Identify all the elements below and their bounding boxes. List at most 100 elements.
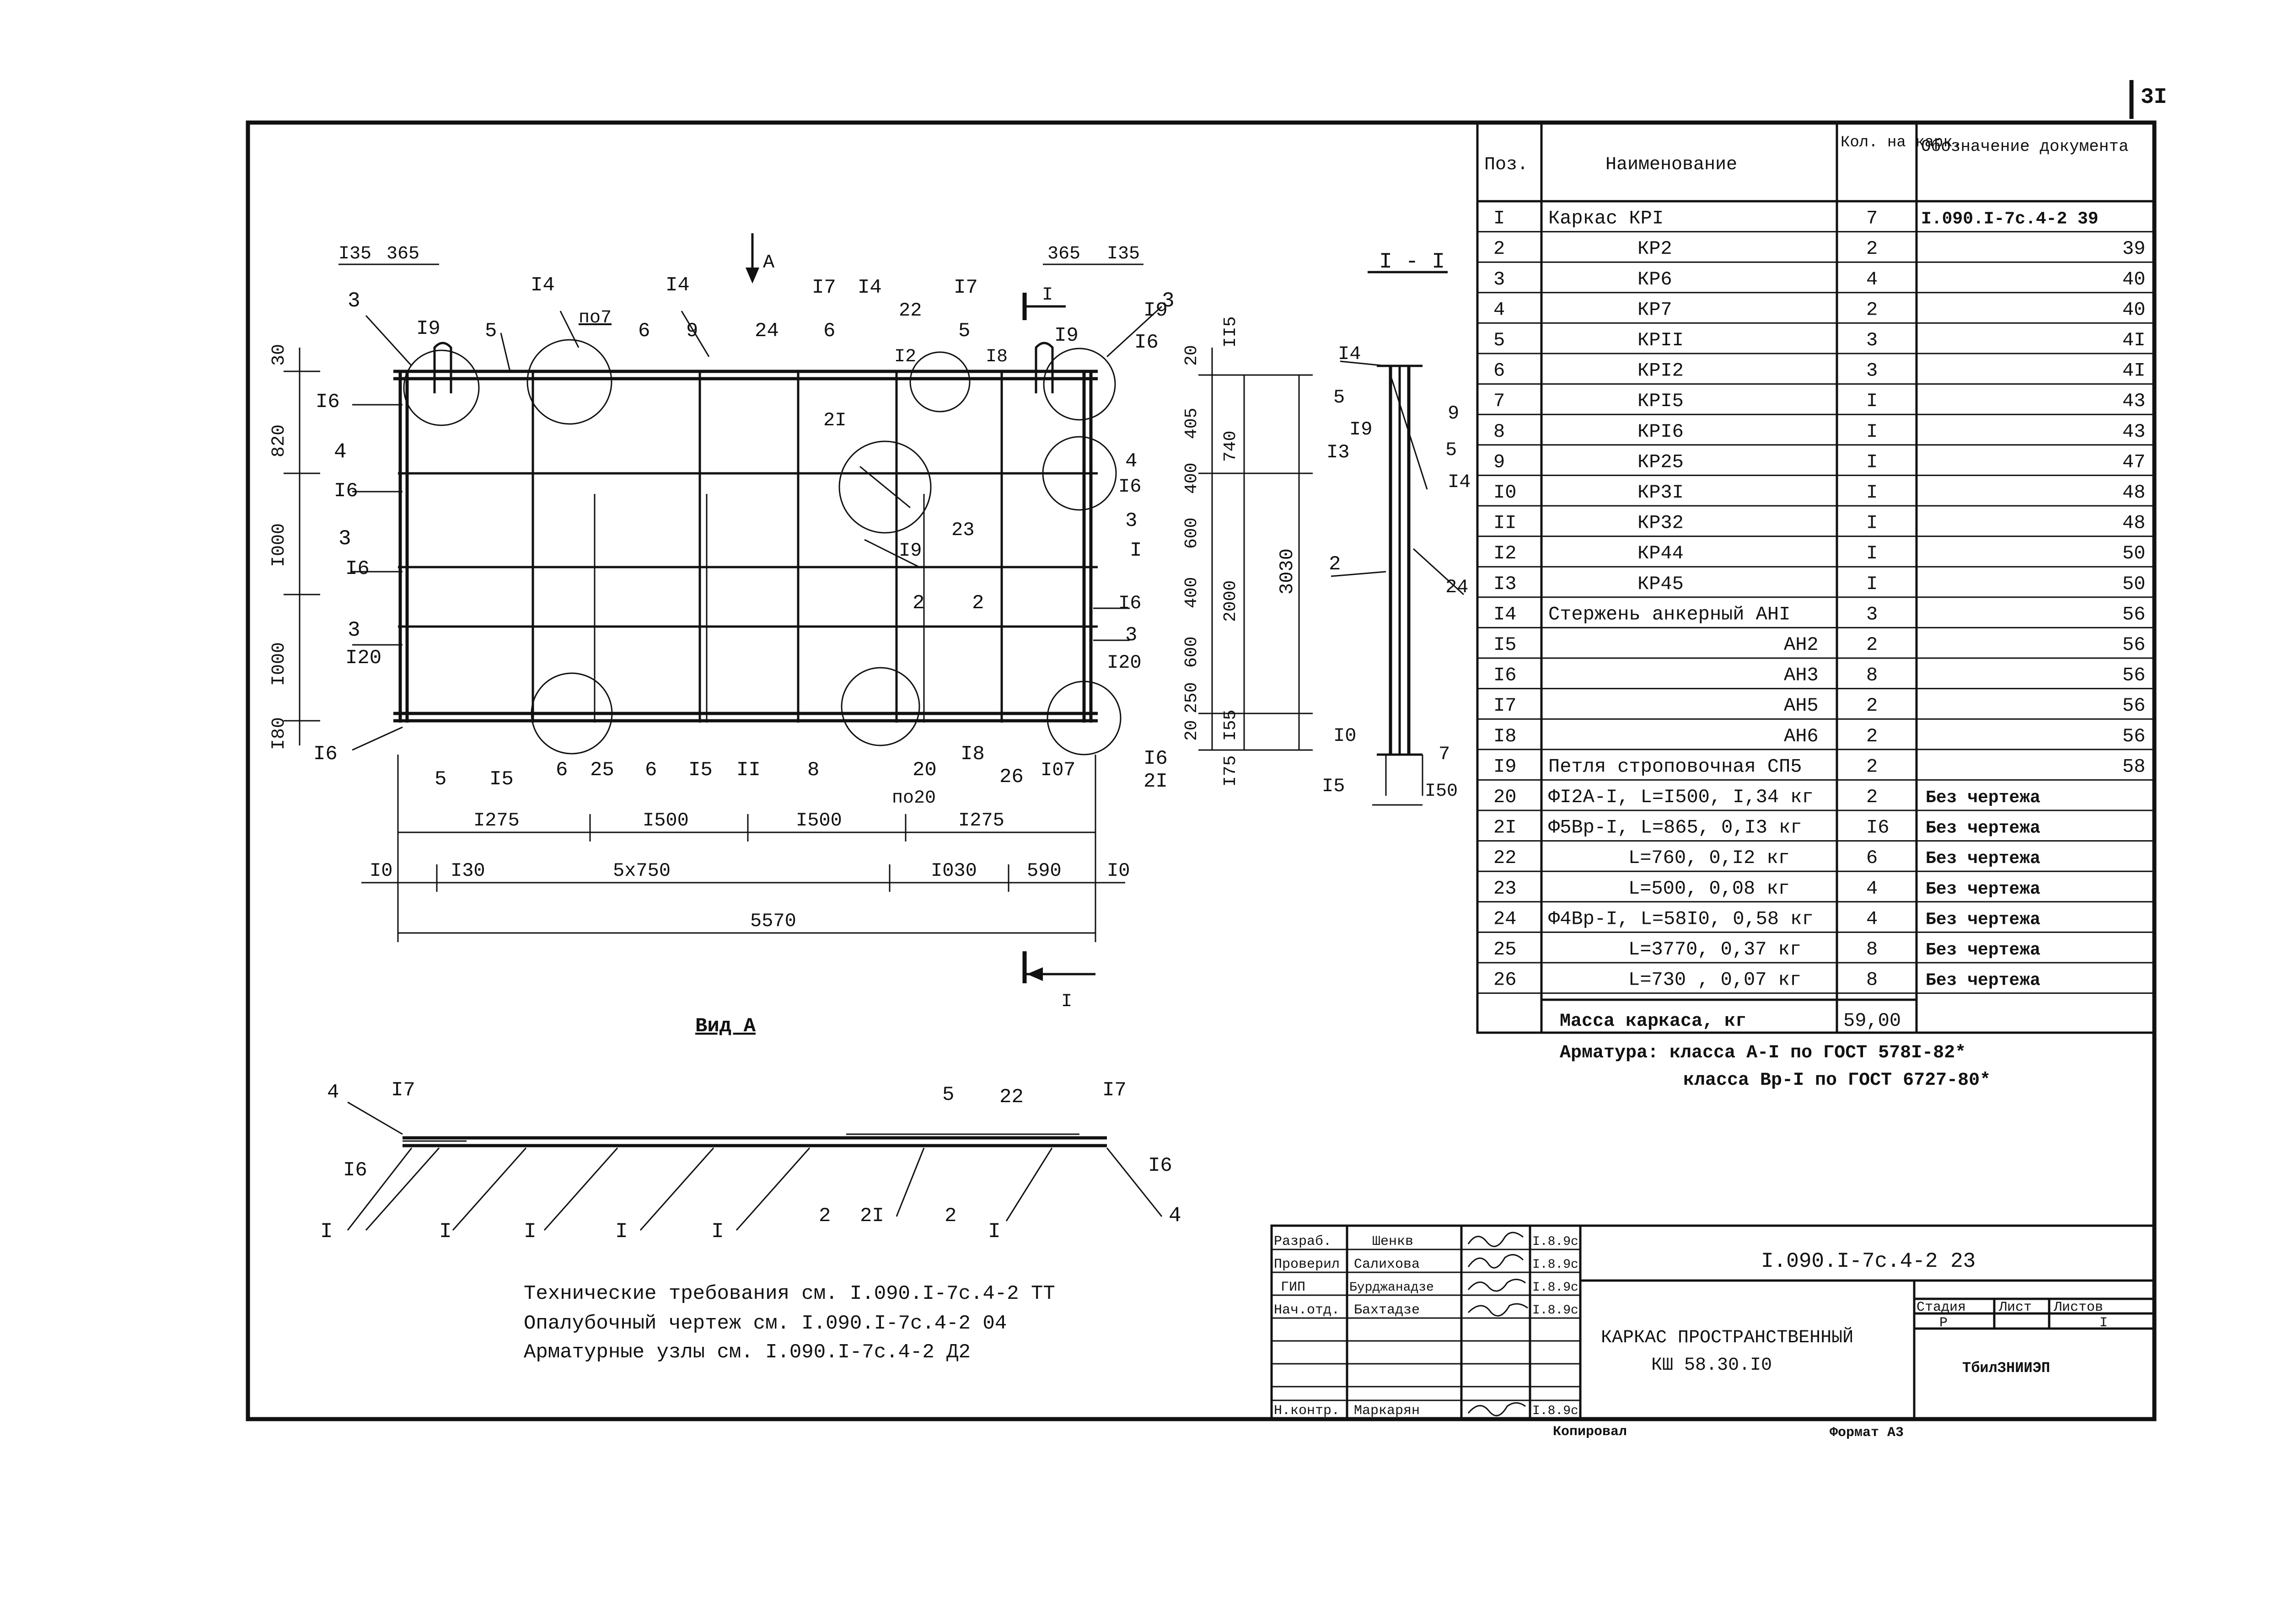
spec-row-name: КРI2 (1637, 360, 1684, 382)
spec-row-name: АН3 (1784, 665, 1819, 686)
view-a-label: 5 (942, 1083, 954, 1106)
dim-left-0: 30 (269, 344, 290, 366)
plan-pos-label: 6 (823, 320, 835, 343)
spec-row-qty: 7 (1866, 208, 1878, 230)
copied-label: Копировал (1553, 1424, 1627, 1440)
section-label: 5 (1445, 439, 1457, 461)
armature-note-2: класса Вр-I по ГОСТ 6727-80* (1683, 1070, 1991, 1091)
spec-row-qty: I (1866, 482, 1878, 504)
plan-pos-label: I6 (1144, 747, 1168, 770)
spec-row-pos: 5 (1493, 329, 1505, 351)
spec-row-name: АН5 (1784, 695, 1819, 717)
spec-row-qty: I6 (1866, 817, 1889, 839)
dim-left-1: 820 (269, 424, 290, 457)
spec-row-name: ФI2А-I, L=I500, I,34 кг (1548, 786, 1814, 808)
dim-b1-0: I275 (473, 809, 520, 831)
dim-right-6: 250 (1182, 682, 1202, 713)
plan-pos-label: I20 (1107, 652, 1142, 674)
spec-row-doc: 56 (2122, 603, 2145, 625)
section-label: 5 (1333, 386, 1345, 408)
plan-pos-label: 3 (1125, 624, 1137, 647)
section-label: I4 (1338, 343, 1361, 365)
role-label: Нач.отд. (1274, 1302, 1340, 1318)
spec-row-name: Петля строповочная СП5 (1548, 756, 1802, 777)
spec-row-name: КР6 (1637, 268, 1672, 290)
plan-pos-label: I6 (334, 480, 358, 503)
spec-row-qty: 4 (1866, 878, 1878, 900)
plan-pos-label: I7 (812, 276, 836, 299)
signature-mark (1467, 1232, 1524, 1247)
view-a-label: 2 (945, 1205, 956, 1227)
plan-pos-label: 3 (1162, 289, 1175, 313)
spec-row-name: КР2 (1637, 238, 1672, 260)
view-a-label: I7 (391, 1079, 415, 1102)
spec-row-doc: Без чертежа (1926, 971, 2040, 991)
spec-row-doc: 39 (2122, 238, 2145, 260)
spec-row-qty: 3 (1866, 603, 1878, 625)
plan-pos-label: I (1130, 539, 1142, 562)
spec-row-pos: I5 (1493, 634, 1516, 656)
spec-row-doc: 58 (2122, 756, 2145, 777)
person-name: Бурджанадзе (1349, 1281, 1434, 1295)
spec-row-name: КР44 (1637, 542, 1684, 564)
spec-row-doc: 50 (2122, 542, 2145, 564)
cut-label-top: I (1042, 285, 1053, 306)
section-label: I0 (1333, 725, 1356, 747)
role-label: ГИП (1281, 1280, 1305, 1295)
person-name: Шенкв (1372, 1234, 1413, 1249)
sheet-label: Лист (1998, 1300, 2032, 1315)
plan-pos-label: I6 (313, 743, 338, 766)
notes-block: Технические требования см. I.090.I-7с.4-… (524, 1282, 1055, 1364)
spec-row-doc: 47 (2122, 451, 2145, 473)
spec-row-qty: I (1866, 512, 1878, 534)
spec-row-name: КР3I (1637, 482, 1684, 504)
spec-row-doc: 4I (2122, 329, 2145, 351)
spec-row-pos: 9 (1493, 451, 1505, 473)
dim-right-total: 3030 (1276, 548, 1298, 595)
spec-row-qty: 8 (1866, 969, 1878, 991)
spec-row-pos: 20 (1493, 786, 1516, 808)
spec-row-pos: 8 (1493, 421, 1505, 443)
spec-row-doc: 48 (2122, 512, 2145, 534)
plan-pos-label: по20 (892, 788, 936, 809)
view-a: Вид А 4 I7 I6 I I I I I 5 22 I7 2 2I 2 I… (320, 1015, 1181, 1243)
spec-row-qty: 4 (1866, 268, 1878, 290)
plan-pos-label: 6 (645, 759, 657, 782)
plan-pos-label: 5 (485, 320, 497, 343)
person-name: Салихова (1354, 1257, 1420, 1272)
spec-row-doc: Без чертежа (1926, 940, 2040, 960)
dim-overall-length: 5570 (750, 910, 796, 932)
spec-row-qty: 6 (1866, 847, 1878, 869)
view-a-label: I6 (343, 1159, 367, 1182)
plan-pos-label: 5 (958, 320, 970, 343)
view-a-label: 2I (860, 1205, 884, 1227)
sheet-number: 3I (2141, 85, 2167, 110)
signature-mark (1467, 1402, 1526, 1416)
view-a-title: Вид А (695, 1015, 756, 1038)
spec-row-doc: 43 (2122, 421, 2145, 443)
section-label: I3 (1326, 441, 1349, 463)
sheets-value: I (2099, 1315, 2108, 1331)
spec-row-doc: Без чертежа (1926, 879, 2040, 899)
view-a-label: I7 (1102, 1079, 1127, 1102)
view-a-label: I (524, 1220, 537, 1243)
spec-row-doc: Без чертежа (1926, 788, 2040, 808)
plan-pos-label: I6 (316, 391, 340, 413)
spec-row-qty: 2 (1866, 299, 1878, 321)
dim-right-8: I55 (1221, 710, 1240, 741)
view-a-label: I (711, 1220, 724, 1243)
signature-mark (1467, 1254, 1524, 1269)
section-view: I - I I4 5 I9 I3 2 I0 I5 9 5 I4 24 7 I50 (1322, 250, 1471, 806)
view-a-label: I (320, 1220, 333, 1243)
spec-row-pos: 4 (1493, 299, 1505, 321)
dim-right-0: 20 (1182, 345, 1202, 366)
spec-row-qty: 8 (1866, 665, 1878, 686)
plan-pos-label: I4 (858, 276, 882, 299)
section-label: I50 (1425, 781, 1458, 802)
plan-pos-label: 3 (348, 618, 360, 642)
dim-right-2: 400 (1182, 463, 1202, 494)
plan-pos-label: 6 (556, 759, 568, 782)
view-a-label: I (439, 1220, 452, 1243)
spec-row-name: АН6 (1784, 725, 1819, 747)
